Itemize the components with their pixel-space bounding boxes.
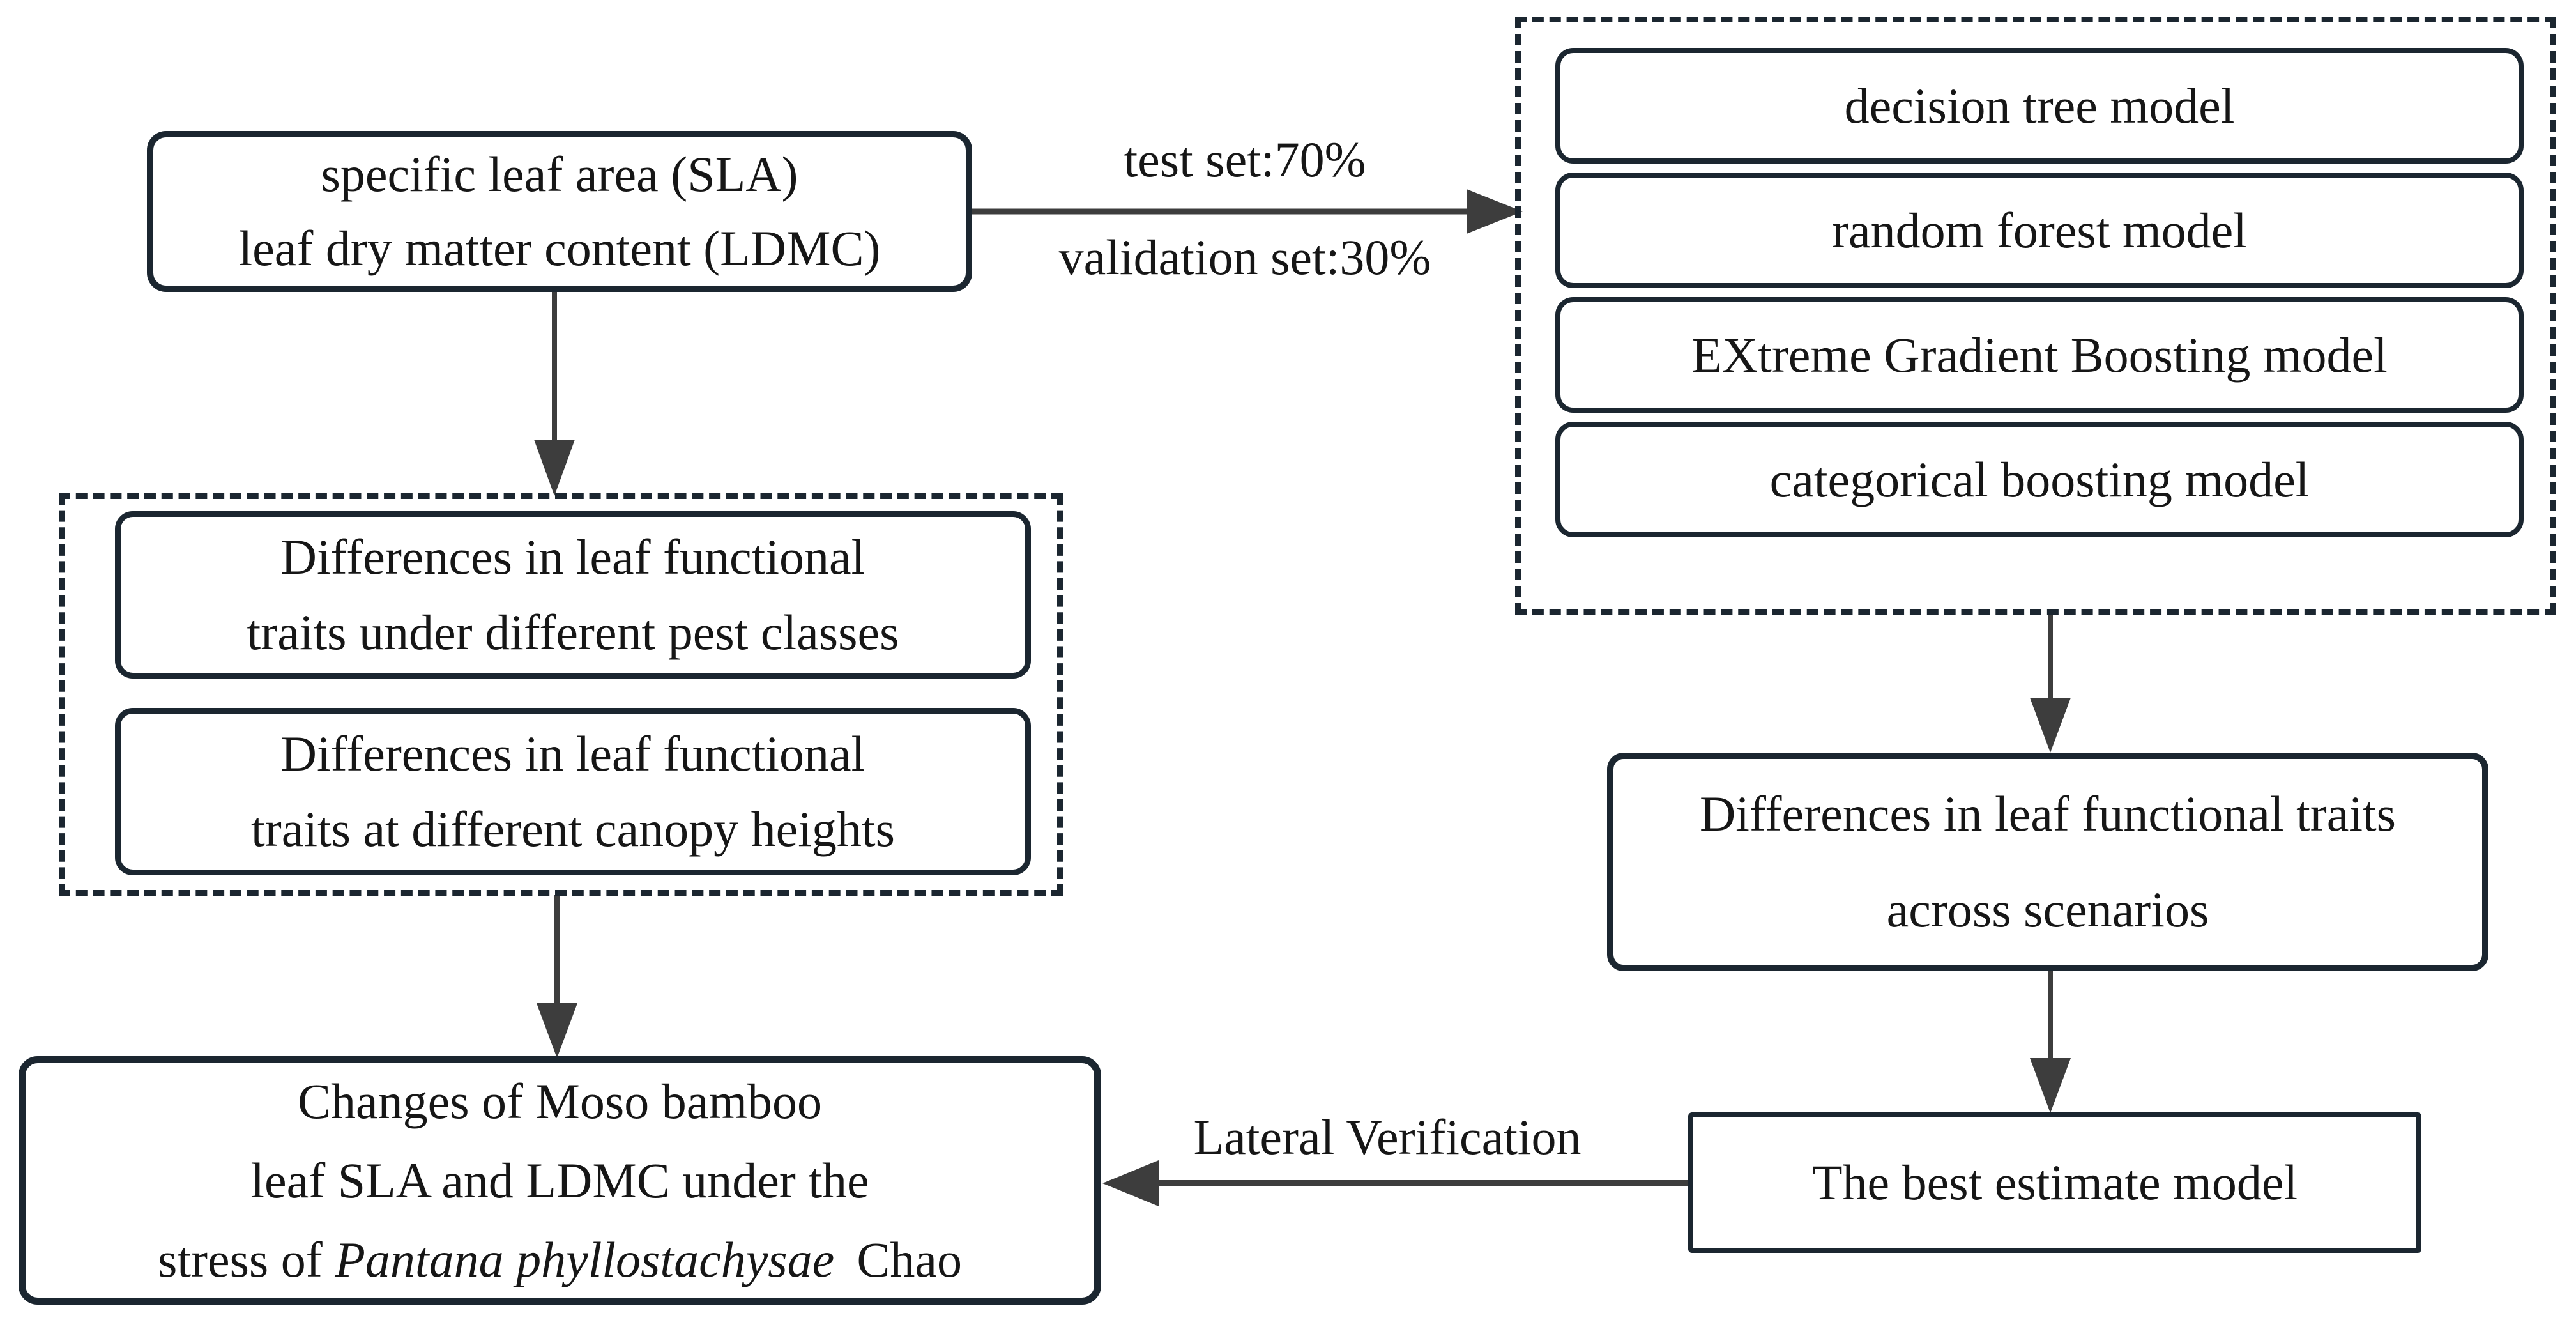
catboost-label: categorical boosting model [1769,451,2310,507]
changes-line3-prefix: stress of [157,1231,335,1287]
random-forest-label: random forest model [1832,202,2247,258]
decision-tree-label: decision tree model [1844,77,2235,134]
best-estimate-label: The best estimate model [1811,1155,2298,1210]
box-decision-tree-model: decision tree model [1555,48,2524,164]
canopy-heights-line2: traits at different canopy heights [251,801,895,857]
model-group-frame [1515,17,2556,615]
box-pest-classes: Differences in leaf functional traits un… [115,511,1031,679]
box-leaf-traits: specific leaf area (SLA) leaf dry matter… [147,131,972,292]
xgboost-label: EXtreme Gradient Boosting model [1691,326,2388,383]
box-scenarios: Differences in leaf functional traits ac… [1607,753,2488,971]
box-random-forest-model: random forest model [1555,173,2524,288]
leaf-traits-line1: specific leaf area (SLA) [321,146,798,202]
analysis-group-frame [59,493,1063,896]
arrow-scenarios-to-best [2030,971,2071,1113]
box-changes-moso-bamboo: Changes of Moso bamboo leaf SLA and LDMC… [19,1056,1101,1305]
leaf-traits-line2: leaf dry matter content (LDMC) [238,220,881,276]
scenarios-line1: Differences in leaf functional traits [1699,786,2397,841]
arrow-best-to-changes [1102,1160,1688,1206]
changes-line3-species: Pantana phyllostachysae [335,1231,835,1287]
changes-line3: stress of Pantana phyllostachysae Chao [158,1220,962,1300]
changes-line2: leaf SLA and LDMC under the [250,1152,869,1208]
arrow-traits-to-models [972,189,1523,234]
box-best-estimate-model: The best estimate model [1688,1112,2421,1253]
label-validation-set: validation set:30% [1058,229,1431,285]
label-test-set: test set:70% [1124,132,1366,187]
label-lateral-verification: Lateral Verification [1193,1109,1581,1165]
arrow-traits-to-analysis [534,292,575,496]
scenarios-line2: across scenarios [1886,882,2209,937]
pest-classes-line2: traits under different pest classes [247,604,899,660]
arrow-analysis-to-changes [537,895,577,1058]
box-xgboost-model: EXtreme Gradient Boosting model [1555,297,2524,413]
canopy-heights-line1: Differences in leaf functional [280,726,865,781]
pest-classes-line1: Differences in leaf functional [280,529,865,585]
arrow-models-to-scenarios [2030,613,2071,753]
box-catboost-model: categorical boosting model [1555,422,2524,537]
changes-line3-suffix: Chao [844,1231,963,1287]
changes-line1: Changes of Moso bamboo [297,1073,823,1129]
box-canopy-heights: Differences in leaf functional traits at… [115,708,1031,875]
